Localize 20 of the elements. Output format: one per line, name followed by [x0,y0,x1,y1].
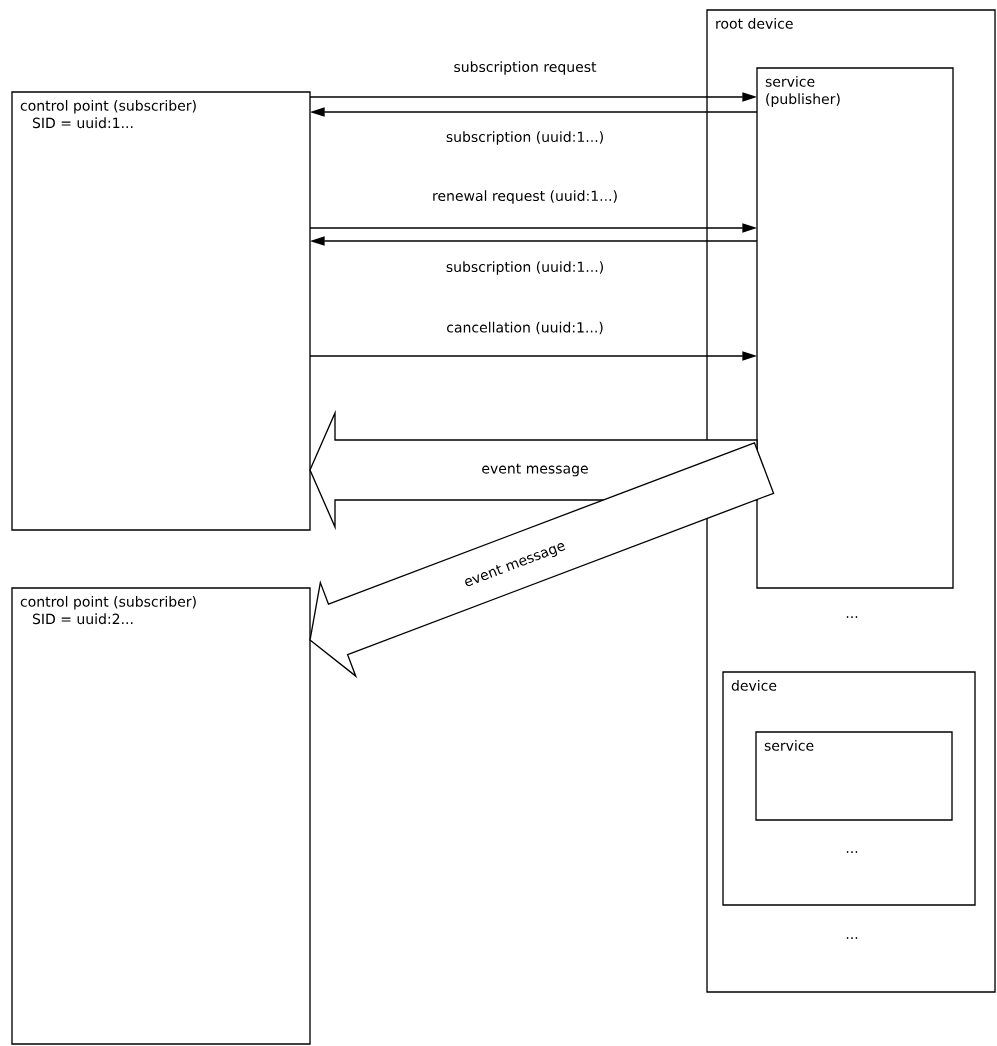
node-label: control point (subscriber) [20,596,196,610]
edge-label: subscription (uuid:1...) [443,129,607,147]
edge-label: renewal request (uuid:1...) [430,188,620,206]
node-label: SID = uuid:2... [32,613,133,625]
edge-label: cancellation (uuid:1...) [444,319,606,337]
node-label: SID = uuid:1... [32,117,133,129]
control-point-box [11,587,311,1045]
ellipsis: ... [846,616,858,618]
edge-label: subscription (uuid:1...) [443,259,607,277]
ellipsis: ... [846,937,858,939]
node-label: control point (subscriber) [20,100,196,114]
service-box [755,731,953,821]
ellipsis: ... [846,851,858,853]
control-point-box [11,91,311,531]
node-label: service (publisher) [765,76,840,107]
service-box [756,67,954,589]
node-label: device [731,680,777,691]
node-label: root device [716,18,793,29]
node-label: service [764,740,814,751]
edge-label: subscription request [451,59,599,77]
